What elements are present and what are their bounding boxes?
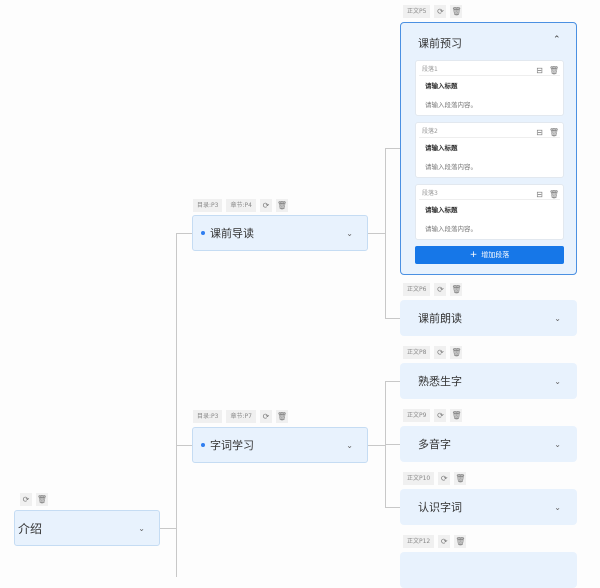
chapter-title: 课前导读: [210, 227, 254, 240]
trash-icon[interactable]: 🗑: [548, 66, 559, 75]
trash-icon[interactable]: 🗑: [450, 409, 463, 422]
refresh-icon[interactable]: ⟳: [434, 409, 447, 422]
refresh-icon[interactable]: ⟳: [259, 199, 272, 212]
connector: [176, 233, 192, 234]
paragraph-title-input[interactable]: 请输入标题: [425, 144, 458, 152]
chapter-tags: 目录:P3 章节:P4 ⟳ 🗑: [193, 199, 288, 212]
paragraph-card: 段落3 ⊟ 🗑 请输入标题 请输入段落内容。: [415, 184, 564, 240]
trash-icon[interactable]: 🗑: [450, 346, 463, 359]
chevron-down-icon[interactable]: ⌄: [554, 376, 561, 386]
root-actions: ⟳ 🗑: [20, 493, 48, 506]
page-tag: 正文P12: [403, 535, 435, 548]
section-tag: 章节:P4: [226, 199, 256, 212]
trash-icon[interactable]: 🗑: [454, 535, 467, 548]
page-tag: 正文P6: [403, 283, 431, 296]
chevron-down-icon[interactable]: ⌄: [554, 439, 561, 449]
connector: [385, 148, 400, 149]
connector: [385, 444, 400, 445]
chevron-down-icon[interactable]: ⌄: [138, 523, 145, 533]
paragraph-content-input[interactable]: 请输入段落内容。: [425, 225, 477, 233]
refresh-icon[interactable]: ⟳: [434, 5, 447, 18]
connector: [385, 318, 400, 319]
trash-icon[interactable]: 🗑: [275, 410, 288, 423]
connector: [385, 148, 386, 318]
add-paragraph-button[interactable]: + 增加段落: [415, 246, 564, 264]
paragraph-label: 段落2: [422, 128, 438, 135]
refresh-icon[interactable]: ⟳: [259, 410, 272, 423]
refresh-icon[interactable]: ⟳: [438, 535, 451, 548]
collapse-icon[interactable]: ⊟: [536, 128, 543, 137]
chevron-up-icon[interactable]: ⌃: [553, 35, 561, 45]
leaf-node[interactable]: [400, 552, 577, 588]
paragraph-title-input[interactable]: 请输入标题: [425, 82, 458, 90]
connector: [368, 445, 385, 446]
trash-icon[interactable]: 🗑: [454, 472, 467, 485]
root-title: 介绍: [18, 521, 43, 536]
chevron-down-icon[interactable]: ⌄: [346, 228, 353, 238]
add-paragraph-label: 增加段落: [481, 251, 510, 259]
refresh-icon[interactable]: ⟳: [438, 472, 451, 485]
bullet-icon: [201, 443, 205, 447]
catalog-tag: 目录:P3: [193, 199, 223, 212]
paragraph-card: 段落1 ⊟ 🗑 请输入标题 请输入段落内容。: [415, 60, 564, 116]
chapter-node[interactable]: 课前导读 ⌄: [192, 215, 368, 251]
chapter-title: 字词学习: [210, 439, 254, 452]
leaf-tags: 正文P12⟳🗑: [403, 535, 467, 548]
trash-icon[interactable]: 🗑: [36, 493, 48, 506]
section-tag: 章节:P7: [226, 410, 256, 423]
trash-icon[interactable]: 🗑: [548, 190, 559, 199]
connector: [176, 233, 177, 577]
page-tag: 正文P9: [403, 409, 431, 422]
paragraph-card: 段落2 ⊟ 🗑 请输入标题 请输入段落内容。: [415, 122, 564, 178]
leaf-tags: 正文P10⟳🗑: [403, 472, 467, 485]
leaf-tags: 正文P8⟳🗑: [403, 346, 463, 359]
leaf-node[interactable]: 熟悉生字 ⌄: [400, 363, 577, 399]
paragraph-label: 段落3: [422, 190, 438, 197]
bullet-icon: [201, 231, 205, 235]
paragraph-label: 段落1: [422, 66, 438, 73]
leaf-node[interactable]: 认识字词 ⌄: [400, 489, 577, 525]
paragraph-content-input[interactable]: 请输入段落内容。: [425, 163, 477, 171]
leaf-tags: 正文P5 ⟳ 🗑: [403, 5, 463, 18]
connector: [385, 381, 400, 382]
connector: [160, 528, 176, 529]
paragraph-content-input[interactable]: 请输入段落内容。: [425, 101, 477, 109]
leaf-tags: 正文P6⟳🗑: [403, 283, 463, 296]
root-node[interactable]: 介绍 ⌄: [14, 510, 160, 546]
leaf-title: 多音字: [418, 438, 451, 451]
connector: [368, 233, 385, 234]
chapter-node[interactable]: 字词学习 ⌄: [192, 427, 368, 463]
refresh-icon[interactable]: ⟳: [434, 283, 447, 296]
refresh-icon[interactable]: ⟳: [434, 346, 447, 359]
trash-icon[interactable]: 🗑: [450, 283, 463, 296]
paragraph-title-input[interactable]: 请输入标题: [425, 206, 458, 214]
trash-icon[interactable]: 🗑: [275, 199, 288, 212]
connector: [385, 507, 400, 508]
connector: [176, 445, 192, 446]
expanded-node: 课前预习 ⌃ 段落1 ⊟ 🗑 请输入标题 请输入段落内容。 段落2 ⊟ 🗑 请输入标题 …: [400, 22, 577, 275]
trash-icon[interactable]: 🗑: [450, 5, 463, 18]
leaf-title: 认识字词: [418, 501, 462, 514]
page-tag: 正文P5: [403, 5, 431, 18]
chevron-down-icon[interactable]: ⌄: [554, 313, 561, 323]
collapse-icon[interactable]: ⊟: [536, 190, 543, 199]
expanded-title: 课前预习: [418, 37, 462, 50]
collapse-icon[interactable]: ⊟: [536, 66, 543, 75]
chevron-down-icon[interactable]: ⌄: [346, 440, 353, 450]
leaf-tags: 正文P9⟳🗑: [403, 409, 463, 422]
trash-icon[interactable]: 🗑: [548, 128, 559, 137]
leaf-title: 课前朗读: [418, 312, 462, 325]
chevron-down-icon[interactable]: ⌄: [554, 502, 561, 512]
leaf-node[interactable]: 课前朗读 ⌄: [400, 300, 577, 336]
page-tag: 正文P10: [403, 472, 435, 485]
catalog-tag: 目录:P3: [193, 410, 223, 423]
refresh-icon[interactable]: ⟳: [20, 493, 32, 506]
chapter-tags: 目录:P3 章节:P7 ⟳ 🗑: [193, 410, 288, 423]
plus-icon: +: [469, 250, 478, 260]
leaf-node[interactable]: 多音字 ⌄: [400, 426, 577, 462]
leaf-title: 熟悉生字: [418, 375, 462, 388]
page-tag: 正文P8: [403, 346, 431, 359]
